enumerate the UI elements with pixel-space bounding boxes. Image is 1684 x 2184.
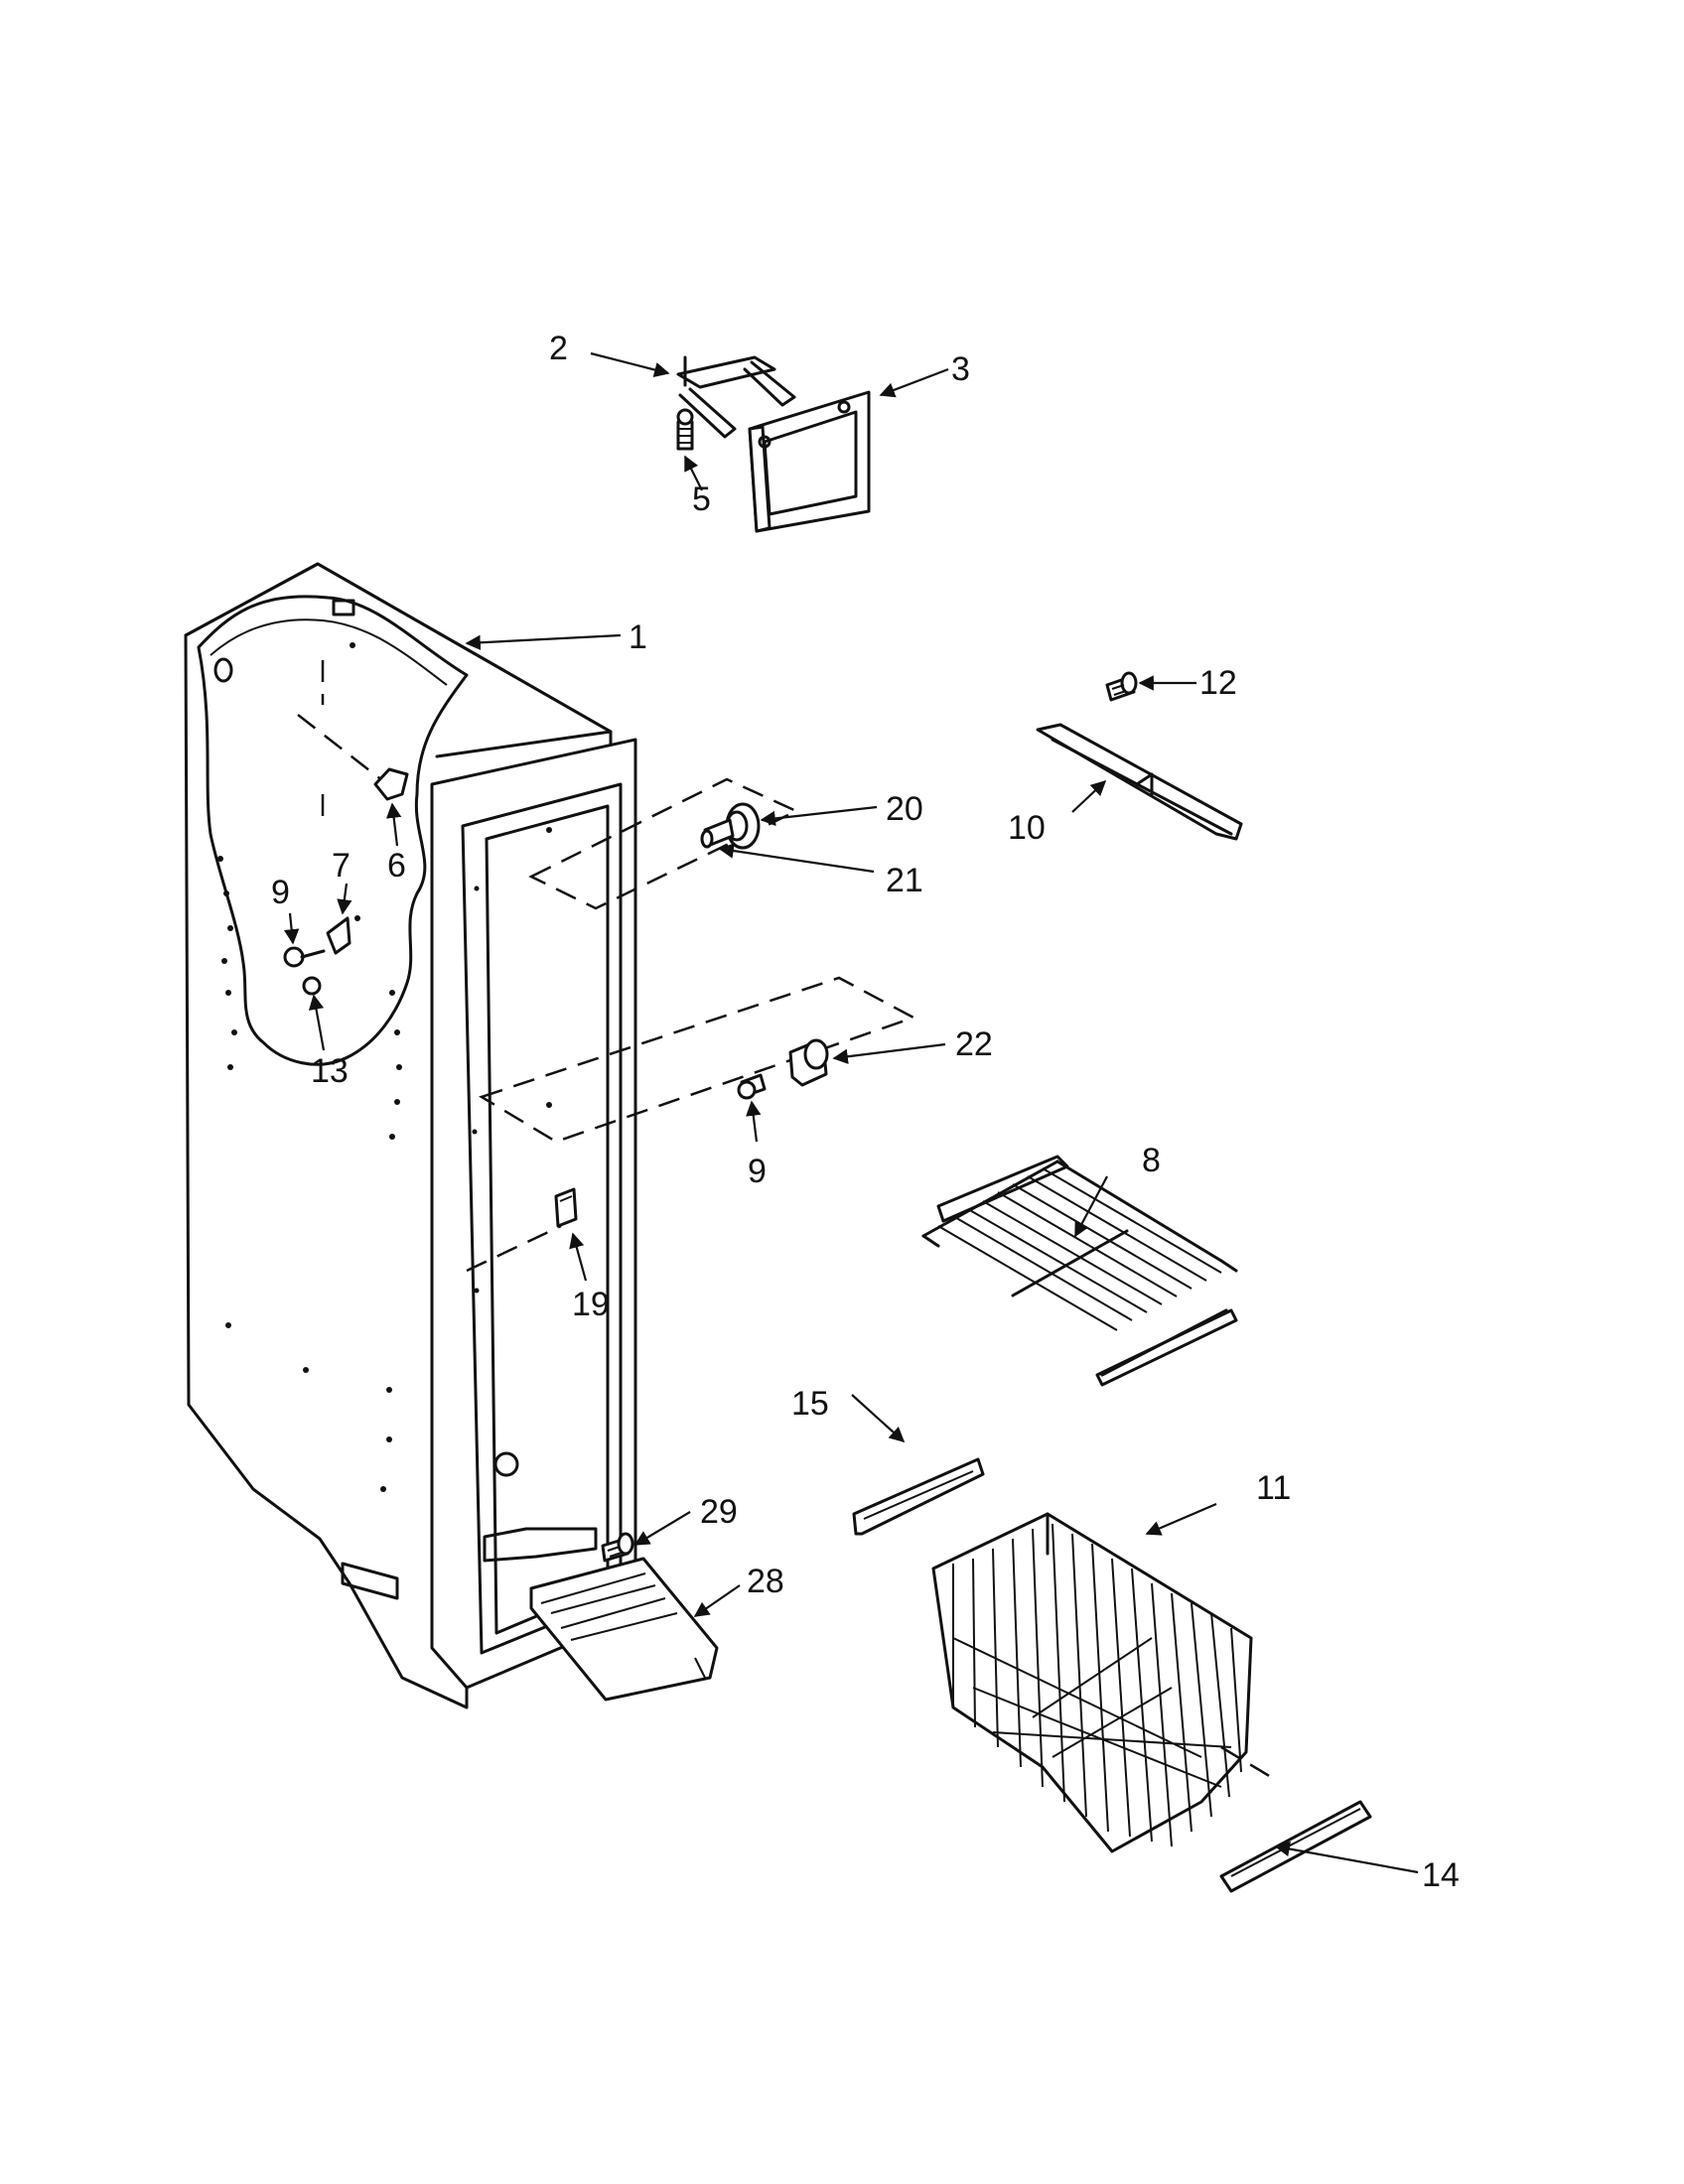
basket-handle-part-14 [1219, 1800, 1372, 1893]
freezer-liner-part [184, 562, 637, 1709]
clip-part-6 [373, 767, 409, 801]
callout-label: 8 [1142, 1142, 1161, 1179]
callout-label: 20 [886, 790, 923, 828]
callout-label: 6 [387, 847, 406, 885]
callout-label: 15 [791, 1385, 829, 1423]
callout-label: 2 [549, 330, 568, 367]
shelf-support-part-10 [1036, 671, 1243, 841]
callout-label: 29 [700, 1493, 738, 1531]
wire-basket-part-11 [931, 1512, 1253, 1853]
callout-label: 28 [747, 1563, 784, 1600]
callout-label: 9 [748, 1153, 767, 1190]
callout-label: 14 [1422, 1856, 1460, 1894]
tilt-bin-assembly [676, 355, 871, 533]
light-socket-parts [283, 915, 360, 996]
callout-label: 13 [311, 1052, 349, 1090]
callout-label: 12 [1199, 664, 1237, 702]
callout-label: 22 [955, 1025, 993, 1063]
callout-label: 1 [629, 618, 647, 656]
basket-handle-part-15 [852, 1457, 985, 1536]
mounting-guides [297, 660, 1272, 1779]
wire-shelf-part-8 [921, 1155, 1238, 1387]
callout-label: 5 [692, 480, 711, 518]
switch-part-19 [554, 1187, 578, 1228]
shelf-stud-parts [700, 802, 761, 850]
callout-label: 7 [332, 847, 351, 885]
callout-label: 11 [1256, 1469, 1291, 1507]
callout-labels: 2 3 5 1 6 7 9 13 8 9 10 11 12 14 15 19 2… [271, 330, 1460, 1894]
drain-trough-part-28 [529, 1532, 719, 1702]
callout-label: 3 [951, 350, 970, 388]
callout-label: 19 [572, 1286, 610, 1323]
callout-label: 21 [886, 862, 923, 899]
leader-lines [283, 351, 1419, 1874]
callout-label: 10 [1008, 809, 1046, 847]
shelf-bracket-part-22 [737, 1038, 829, 1100]
callout-label: 9 [271, 874, 290, 911]
